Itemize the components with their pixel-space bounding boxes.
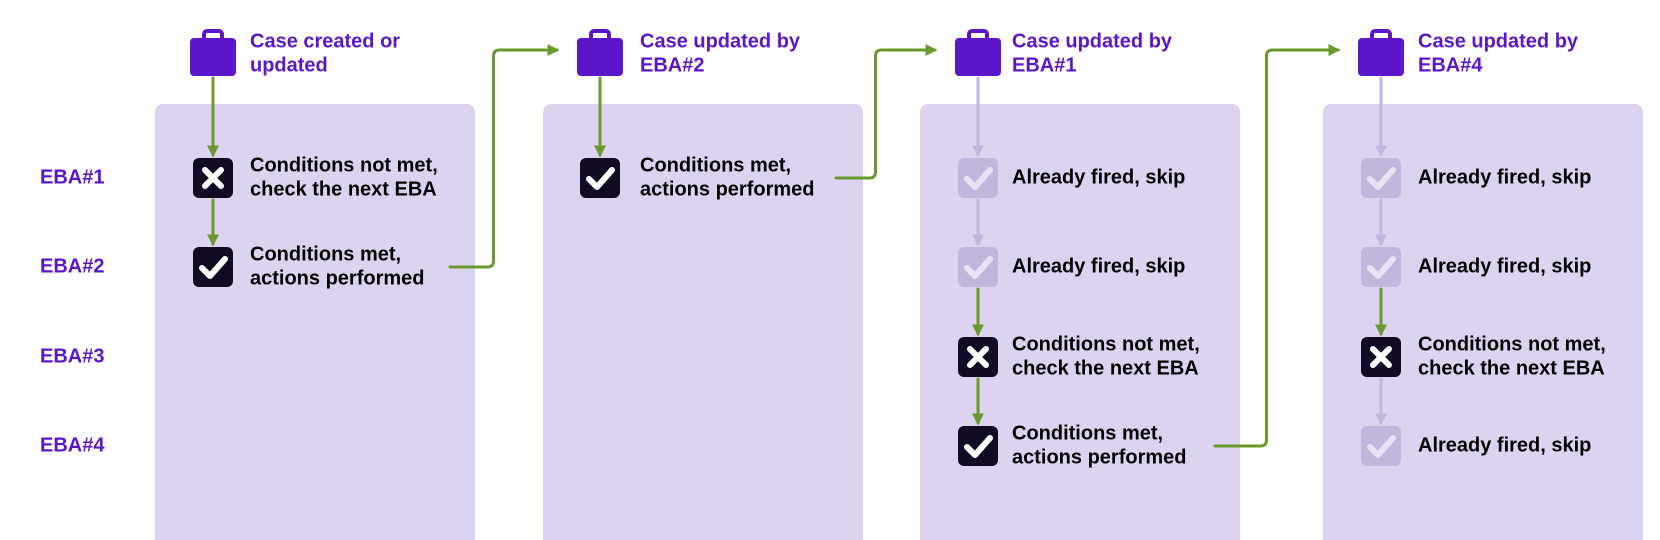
column-title: Case updated by <box>1418 30 1579 52</box>
step-label: Conditions met, <box>250 243 401 265</box>
briefcase-icon <box>1358 29 1404 76</box>
column-title: EBA#1 <box>1012 54 1076 76</box>
step-label: Already fired, skip <box>1012 255 1185 277</box>
column-panel <box>543 104 863 540</box>
column-title: updated <box>250 54 328 76</box>
step-label: actions performed <box>640 178 814 200</box>
step-label: Already fired, skip <box>1012 166 1185 188</box>
check-icon <box>1361 426 1401 466</box>
step-label: Conditions not met, <box>1012 333 1200 355</box>
check-icon <box>1361 247 1401 287</box>
check-icon <box>958 247 998 287</box>
step-label: Already fired, skip <box>1418 166 1591 188</box>
cross-icon <box>958 337 998 377</box>
step-label: check the next EBA <box>1012 357 1199 379</box>
flow-connector <box>1213 44 1341 448</box>
column-panel <box>920 104 1240 540</box>
row-label: EBA#1 <box>40 166 104 188</box>
flow-connector <box>834 44 938 180</box>
column-title: Case updated by <box>1012 30 1173 52</box>
check-icon <box>1361 158 1401 198</box>
column-title: EBA#4 <box>1418 54 1483 76</box>
step-label: check the next EBA <box>250 178 437 200</box>
step-label: Conditions not met, <box>1418 333 1606 355</box>
briefcase-icon <box>577 29 623 76</box>
step-label: actions performed <box>250 267 424 289</box>
briefcase-icon <box>190 29 236 76</box>
column-title: Case updated by <box>640 30 801 52</box>
step-label: Conditions met, <box>640 154 791 176</box>
step-label: Conditions met, <box>1012 422 1163 444</box>
cross-icon <box>1361 337 1401 377</box>
check-icon <box>958 426 998 466</box>
briefcase-icon <box>955 29 1001 76</box>
step-label: Already fired, skip <box>1418 255 1591 277</box>
check-icon <box>958 158 998 198</box>
cross-icon <box>193 158 233 198</box>
row-label: EBA#3 <box>40 345 104 367</box>
column-panel <box>1323 104 1643 540</box>
column-title: EBA#2 <box>640 54 704 76</box>
row-label: EBA#2 <box>40 255 104 277</box>
step-label: Conditions not met, <box>250 154 438 176</box>
check-icon <box>193 247 233 287</box>
step-label: check the next EBA <box>1418 357 1605 379</box>
column-panel <box>155 104 475 540</box>
step-label: actions performed <box>1012 446 1186 468</box>
flow-connector <box>448 44 560 269</box>
row-label: EBA#4 <box>40 434 105 456</box>
column-title: Case created or <box>250 30 400 52</box>
step-label: Already fired, skip <box>1418 434 1591 456</box>
check-icon <box>580 158 620 198</box>
